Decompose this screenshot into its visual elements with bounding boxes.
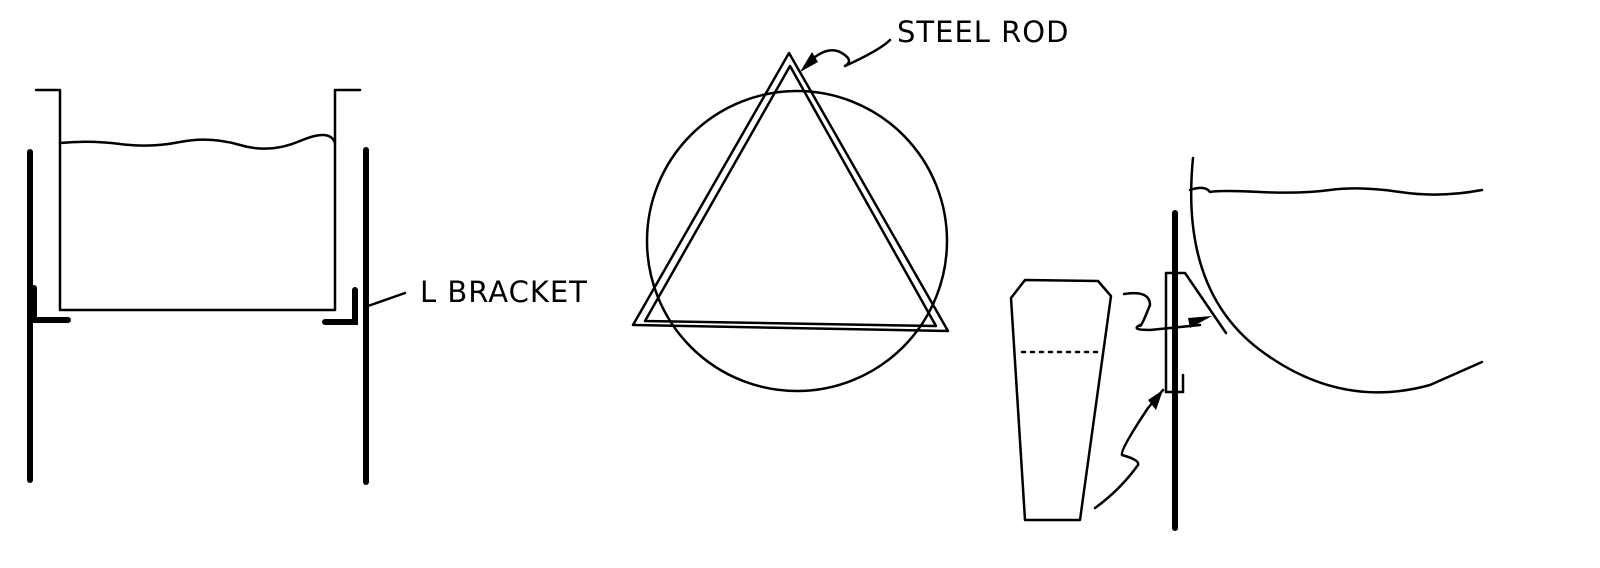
wedge (1009, 278, 1113, 522)
lower-leader (1093, 388, 1165, 510)
upper-arrow-icon (1188, 316, 1212, 328)
vessel-liquid-surface (1188, 186, 1484, 196)
wall-bracket (1164, 271, 1228, 394)
left-l-bracket (31, 285, 71, 323)
lower-arrow-icon (1148, 390, 1163, 410)
right-l-bracket (322, 287, 358, 325)
steel-rod-triangle-inner (643, 64, 938, 328)
l-bracket-leader (366, 291, 407, 308)
vessel-curve (1189, 156, 1484, 394)
l-bracket-label: L BRACKET (420, 275, 588, 309)
upper-leader (1122, 291, 1202, 332)
container-circle (645, 89, 949, 393)
wedge-detail (1009, 156, 1484, 531)
liquid-surface (58, 133, 337, 150)
steel-rod-triangle-outer (631, 51, 950, 333)
steel-rod-top-view: STEEL ROD (631, 15, 1069, 393)
container-side-view: L BRACKET (27, 88, 588, 485)
arrow-head-icon (800, 52, 818, 72)
steel-rod-label: STEEL ROD (897, 15, 1069, 49)
steel-rod-leader (803, 38, 892, 68)
container-outline (34, 88, 362, 312)
